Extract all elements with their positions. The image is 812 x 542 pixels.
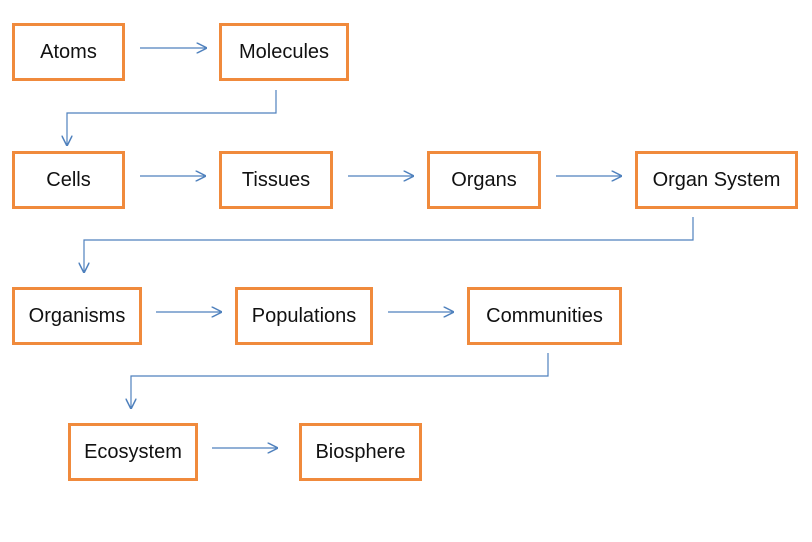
node-organs: Organs	[427, 151, 541, 209]
node-biosphere: Biosphere	[299, 423, 422, 481]
node-tissues: Tissues	[219, 151, 333, 209]
arrow-communities-to-ecosystem	[131, 353, 549, 408]
node-organ-system: Organ System	[635, 151, 798, 209]
node-atoms: Atoms	[12, 23, 125, 81]
arrow-molecules-to-cells	[67, 90, 277, 145]
node-ecosystem: Ecosystem	[68, 423, 198, 481]
node-populations: Populations	[235, 287, 373, 345]
arrow-organ-system-to-organisms	[84, 217, 694, 272]
node-molecules: Molecules	[219, 23, 349, 81]
node-organisms: Organisms	[12, 287, 142, 345]
node-cells: Cells	[12, 151, 125, 209]
node-communities: Communities	[467, 287, 622, 345]
